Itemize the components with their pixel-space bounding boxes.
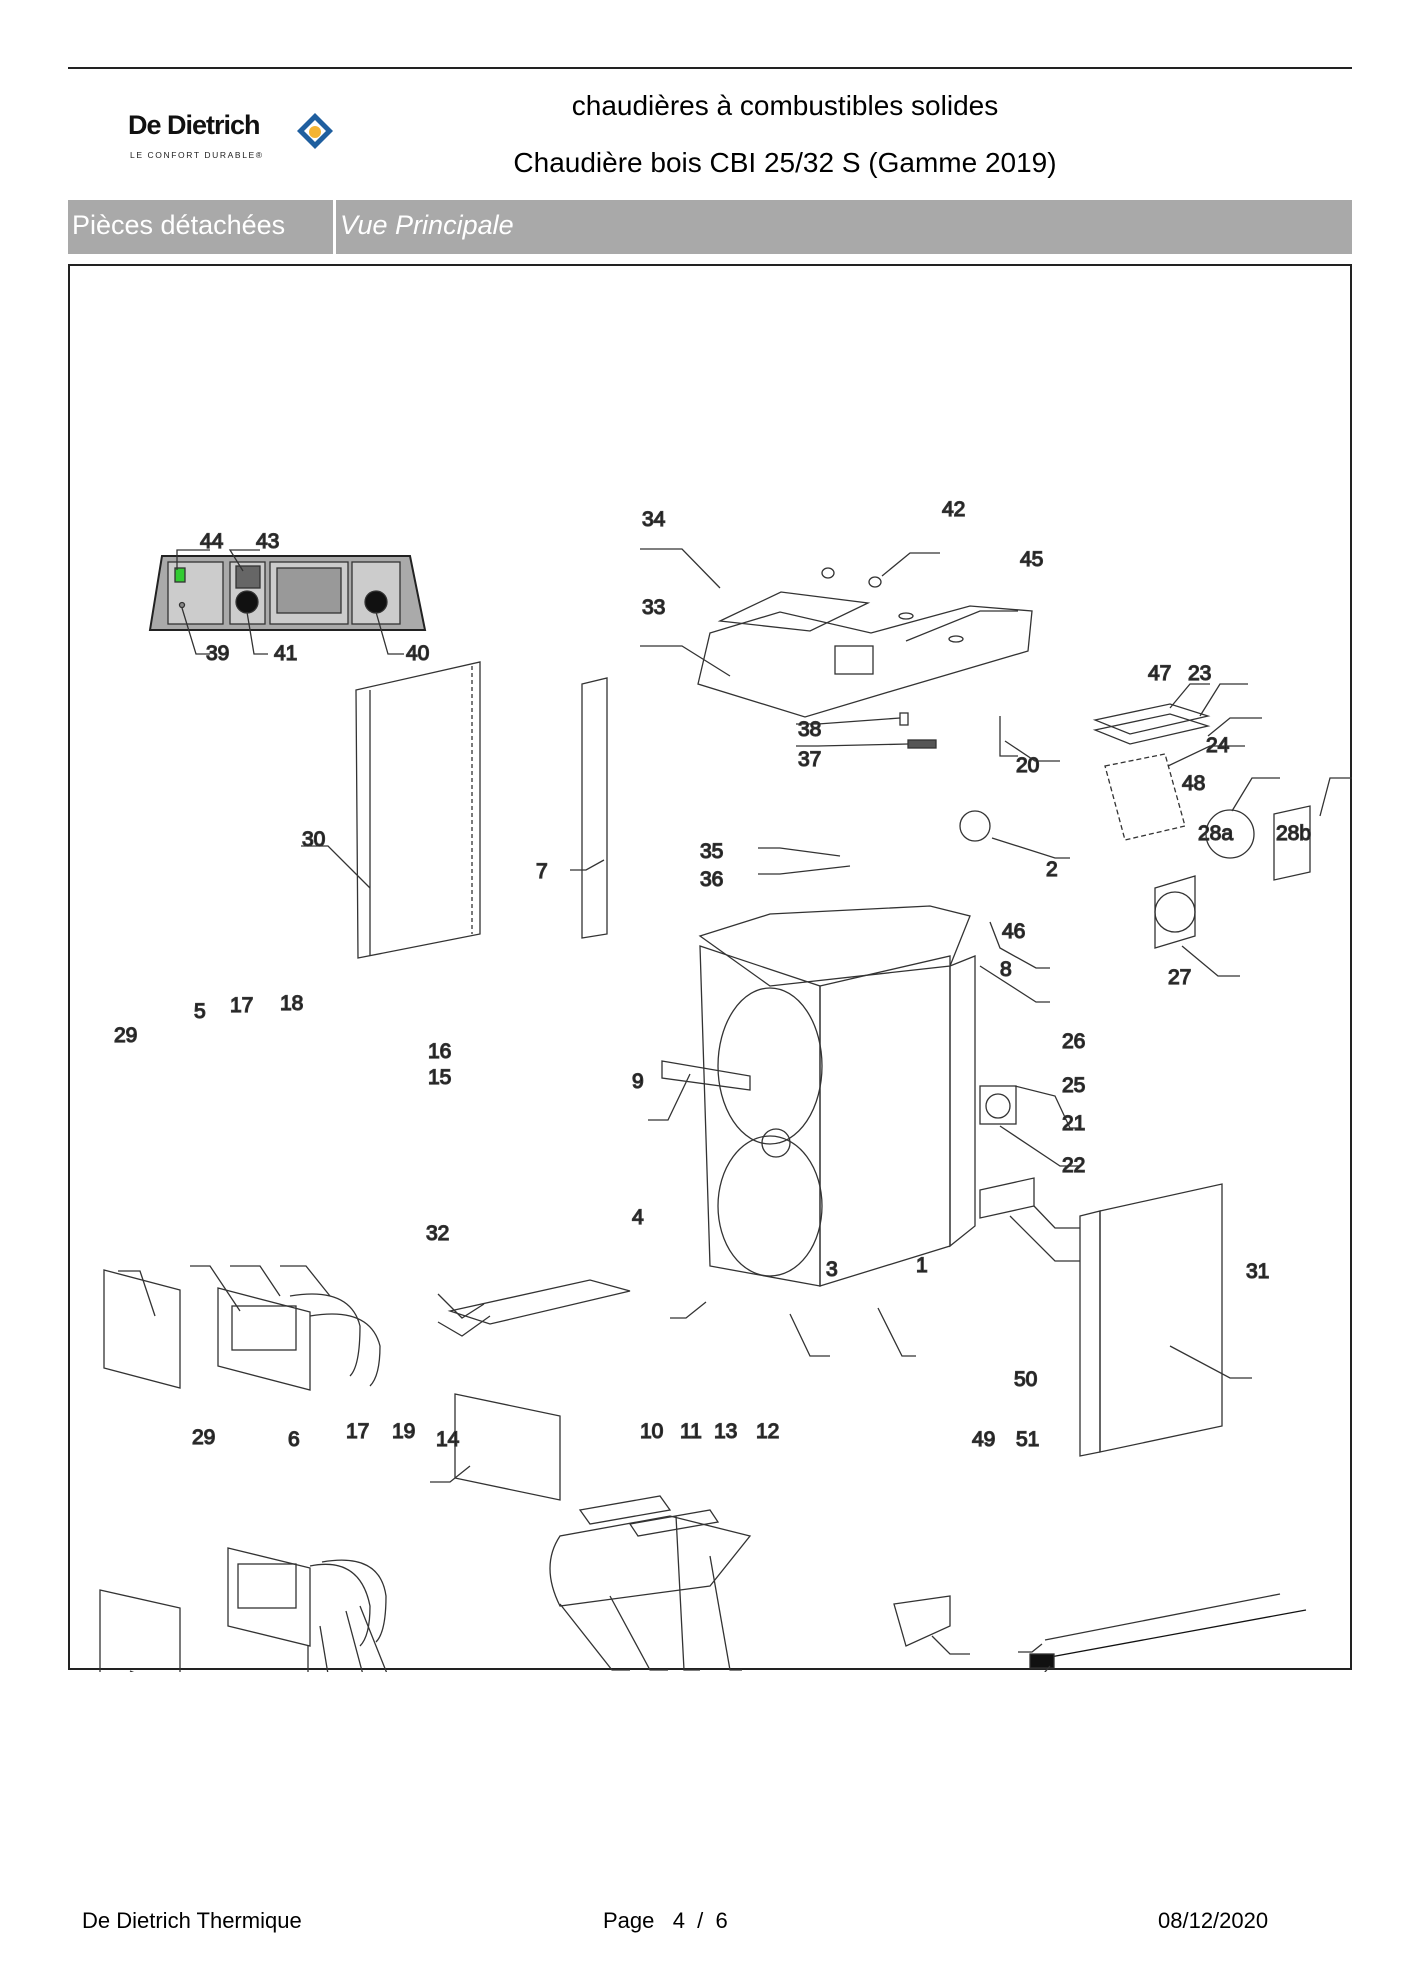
view-label: Vue Principale	[340, 210, 514, 240]
part-label: 14	[436, 1428, 460, 1451]
part-28a	[1205, 809, 1255, 859]
part-label: 17	[230, 994, 253, 1017]
baffle-32	[454, 1393, 561, 1501]
side-panel-29a	[103, 1269, 181, 1389]
part-label: 39	[206, 642, 229, 665]
part-label: 28a	[1198, 822, 1233, 845]
part-25	[979, 1085, 1017, 1125]
document-title: Chaudière bois CBI 25/32 S (Gamme 2019)	[513, 147, 1057, 178]
diamond-logo-icon	[297, 113, 333, 149]
section-label: Pièces détachées	[68, 200, 336, 254]
door-6	[227, 1547, 387, 1647]
part-21	[979, 1177, 1035, 1219]
grate-16	[447, 1279, 631, 1325]
part-label: 20	[1016, 754, 1039, 777]
side-panel-29b	[99, 1589, 181, 1672]
document-category: chaudières à combustibles solides	[571, 90, 999, 121]
ash-tray-49	[893, 1595, 951, 1647]
part-label: 13	[714, 1420, 737, 1443]
part-label: 17	[346, 1420, 369, 1443]
part-label: 27	[1168, 966, 1191, 989]
part-label: 10	[640, 1420, 663, 1443]
part-label: 9	[632, 1070, 644, 1093]
part-label: 6	[288, 1428, 300, 1451]
brand-logo: De Dietrich LE CONFORT DURABLE®	[128, 110, 348, 166]
boiler-body	[698, 905, 976, 1287]
part-label: 4	[632, 1206, 644, 1229]
part-label: 47	[1148, 662, 1171, 685]
side-panel-30	[355, 661, 481, 959]
part-27	[1154, 875, 1196, 949]
part-label: 50	[1014, 1368, 1037, 1391]
part-2	[959, 810, 991, 842]
part-label: 25	[1062, 1074, 1085, 1097]
part-label: 7	[536, 860, 548, 883]
part-label: 35	[700, 840, 723, 863]
part-label: 19	[392, 1420, 415, 1443]
top-rule	[68, 67, 1352, 69]
part-label: 36	[700, 868, 723, 891]
part-label: 8	[1000, 958, 1012, 981]
part-label: 51	[1016, 1428, 1039, 1451]
side-strip-7	[581, 677, 608, 939]
control-panel	[148, 555, 427, 631]
side-panel-31	[1079, 1183, 1223, 1457]
part-label: 32	[426, 1222, 449, 1245]
part-9	[661, 1060, 751, 1091]
part-label: 33	[642, 596, 665, 619]
section-bar: Pièces détachées Vue Principale	[68, 200, 1352, 254]
part-37	[907, 739, 937, 749]
part-label: 29	[114, 1024, 137, 1047]
part-label: 48	[1182, 772, 1205, 795]
part-label: 16	[428, 1040, 451, 1063]
brush-51	[1044, 1609, 1307, 1659]
turbulator-plate	[1092, 703, 1211, 841]
footer-page-number: Page 4 / 6	[603, 1908, 728, 1933]
part-label: 40	[406, 642, 429, 665]
part-label: 41	[274, 642, 297, 665]
part-label: 30	[302, 828, 325, 851]
poker-50	[1044, 1593, 1281, 1641]
part-label: 18	[280, 992, 303, 1015]
part-labels: 44 43 39 41 40 34 42 45 33 47 23 24 38 3…	[113, 497, 1311, 1451]
footer-company: De Dietrich Thermique	[82, 1908, 302, 1933]
part-label: 1	[916, 1254, 928, 1277]
top-cover	[697, 567, 1033, 718]
part-label: 11	[680, 1420, 702, 1443]
part-label: 5	[194, 1000, 206, 1023]
part-label: 23	[1188, 662, 1211, 685]
part-label: 44	[200, 530, 224, 553]
part-label: 28b	[1276, 822, 1311, 845]
part-label: 2	[1046, 858, 1058, 881]
part-label: 24	[1206, 734, 1230, 757]
part-label: 38	[798, 718, 821, 741]
firebox-liner	[549, 1495, 752, 1607]
part-label: 43	[256, 530, 279, 553]
part-38	[899, 712, 909, 726]
footer-date: 08/12/2020	[1158, 1908, 1269, 1933]
part-label: 49	[972, 1428, 995, 1451]
part-label: 26	[1062, 1030, 1085, 1053]
part-label: 37	[798, 748, 821, 771]
part-label: 21	[1062, 1112, 1085, 1135]
door-5	[217, 1287, 381, 1391]
brand-tagline: LE CONFORT DURABLE®	[130, 150, 264, 160]
exploded-diagram-frame: 44 43 39 41 40 34 42 45 33 47 23 24 38 3…	[68, 264, 1352, 1672]
part-label: 22	[1062, 1154, 1085, 1177]
exploded-diagram: 44 43 39 41 40 34 42 45 33 47 23 24 38 3…	[99, 497, 1352, 1672]
part-label: 46	[1002, 920, 1025, 943]
part-label: 29	[192, 1426, 215, 1449]
part-label: 34	[642, 508, 666, 531]
part-20	[999, 716, 1018, 757]
part-label: 45	[1020, 548, 1043, 571]
brand-name: De Dietrich	[128, 110, 261, 140]
part-label: 12	[756, 1420, 779, 1443]
part-label: 42	[942, 498, 965, 521]
part-label: 31	[1246, 1260, 1269, 1283]
part-28b	[1273, 805, 1311, 881]
part-label: 3	[826, 1258, 838, 1281]
part-label: 15	[428, 1066, 451, 1089]
